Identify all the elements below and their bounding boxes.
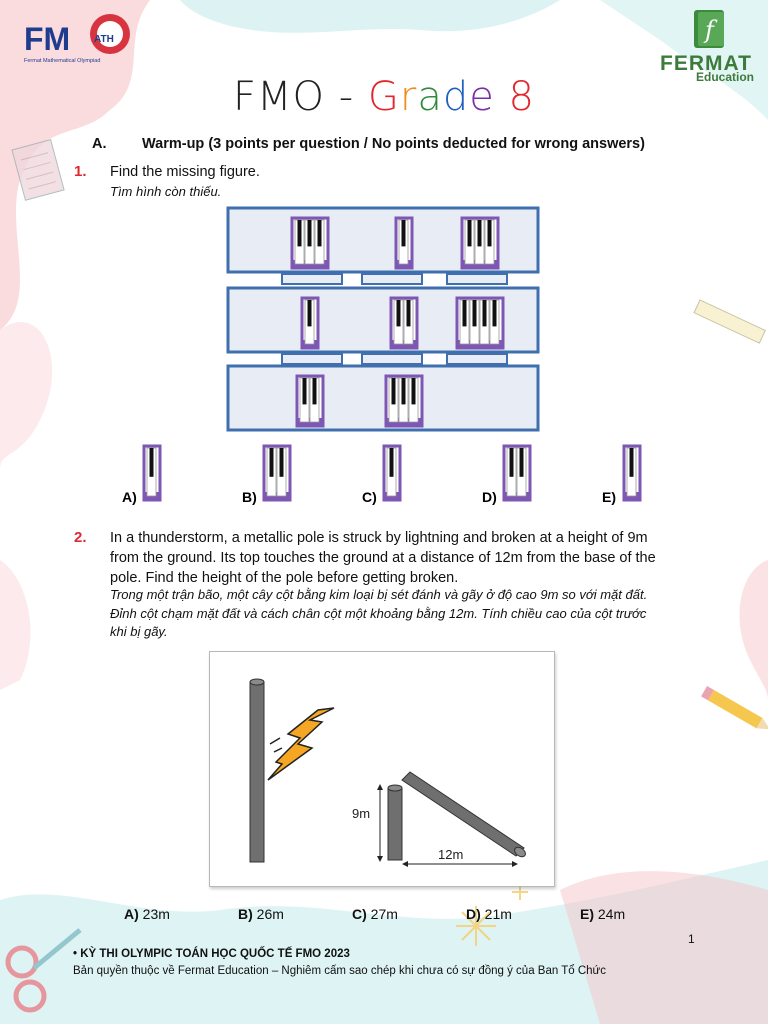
- pole-broken: [387, 771, 526, 861]
- q2-number: 2.: [74, 529, 87, 546]
- q2-figure: 9m 12m: [209, 651, 555, 887]
- q1-text: Find the missing figure.: [110, 164, 260, 180]
- answer-value: 27m: [366, 906, 398, 922]
- sun-icon: [90, 14, 130, 54]
- title-grade-letter: r: [399, 74, 418, 120]
- piano-icon: [384, 374, 424, 428]
- answer-label: A): [124, 906, 139, 922]
- title-grade-letter: d: [442, 74, 470, 120]
- piano-icon: [622, 444, 642, 502]
- q2-vi3: khi bị gãy.: [110, 624, 168, 639]
- q2-line3: pole. Find the height of the pole before…: [110, 570, 459, 586]
- piano-icon: [460, 216, 500, 270]
- fmo-logo-letters: FM: [24, 21, 70, 57]
- section-text: Warm-up (3 points per question / No poin…: [142, 136, 645, 152]
- answer-option: B) 26m: [238, 906, 284, 922]
- answer-option: A) 23m: [124, 906, 170, 922]
- piano-icon: [300, 296, 320, 350]
- q2-line1: In a thunderstorm, a metallic pole is st…: [110, 530, 648, 546]
- answer-label: B): [238, 906, 253, 922]
- piano-icon: [295, 374, 325, 428]
- label-height: 9m: [352, 806, 370, 821]
- option-label: A): [122, 489, 137, 505]
- piano-icon: [394, 216, 414, 270]
- option-label: C): [362, 489, 377, 505]
- piano-icon: [389, 296, 419, 350]
- piano-icon: [382, 444, 402, 502]
- svg-text:ATH: ATH: [94, 34, 114, 45]
- option-label: B): [242, 489, 257, 505]
- option-label: E): [602, 489, 616, 505]
- fmo-logo: FM ATH Fermat Mathematical Olympiad: [22, 12, 134, 71]
- title-grade-letter: e: [469, 74, 495, 120]
- title-grade-letter: a: [417, 74, 443, 120]
- q2-line2: from the ground. Its top touches the gro…: [110, 550, 656, 566]
- q2-vi1: Trong một trận bão, một cây cột bằng kim…: [110, 587, 648, 602]
- page-title: FMO - Grade 8: [0, 74, 768, 120]
- q2-vi2: Đỉnh cột chạm mặt đất và cách chân cột m…: [110, 606, 647, 621]
- fermat-logo-name: FERMAT: [660, 52, 752, 75]
- piano-icon: [262, 444, 292, 502]
- svg-text:Fermat Mathematical Olympiad: Fermat Mathematical Olympiad: [24, 58, 100, 64]
- piano-icon: [142, 444, 162, 502]
- q1-vi: Tìm hình còn thiếu.: [110, 184, 222, 199]
- fermat-logo-icon: f: [692, 8, 728, 55]
- title-grade-number: 8: [508, 74, 535, 120]
- section-letter: A.: [92, 136, 107, 152]
- piano-icon: [290, 216, 330, 270]
- answer-value: 23m: [138, 906, 170, 922]
- grid-row-panel: [226, 364, 540, 432]
- lightning-icon: [267, 707, 335, 781]
- answer-value: 24m: [594, 906, 626, 922]
- q2-answers: A) 23m B) 26m C) 27m D) 21m E) 24m: [124, 906, 644, 926]
- option-label: D): [482, 489, 497, 505]
- answer-label: C): [352, 906, 367, 922]
- piano-icon: [502, 444, 532, 502]
- section-heading: A. Warm-up (3 points per question / No po…: [92, 136, 645, 152]
- title-prefix: FMO -: [232, 74, 368, 120]
- answer-option: D) 21m: [466, 906, 512, 922]
- answer-option: C) 27m: [352, 906, 398, 922]
- answer-value: 26m: [252, 906, 284, 922]
- label-distance: 12m: [438, 847, 463, 862]
- q1-options: A) B) C) D) E): [122, 444, 642, 505]
- page-number: 1: [688, 932, 695, 946]
- title-grade-letter: G: [367, 74, 400, 120]
- footer-title-text: KỲ THI OLYMPIC TOÁN HỌC QUỐC TẾ FMO 2023: [80, 948, 350, 960]
- q1-number: 1.: [74, 163, 87, 180]
- footer-copyright: Bản quyền thuộc về Fermat Education – Ng…: [73, 965, 607, 977]
- answer-label: D): [466, 906, 481, 922]
- piano-icon: [455, 296, 505, 350]
- pole-standing: [249, 678, 265, 863]
- answer-option: E) 24m: [580, 906, 625, 922]
- title-grade-word: Grade: [368, 74, 495, 120]
- answer-value: 21m: [480, 906, 512, 922]
- q1-pattern-grid: [226, 206, 540, 432]
- answer-label: E): [580, 906, 594, 922]
- footer-title: • KỲ THI OLYMPIC TOÁN HỌC QUỐC TẾ FMO 20…: [73, 948, 350, 960]
- fermat-logo-sub: Education: [696, 70, 755, 84]
